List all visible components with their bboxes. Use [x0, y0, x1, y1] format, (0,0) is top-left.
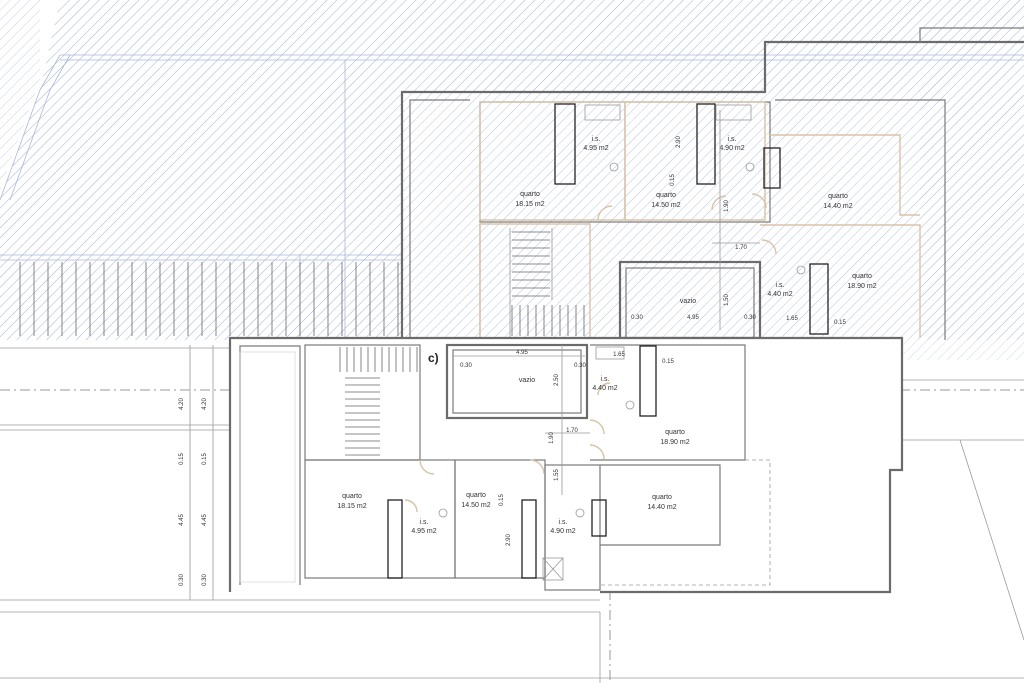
bath-area: 4.40 m2: [592, 385, 617, 392]
dimension: 0.30: [631, 315, 643, 321]
bath-area: 4.40 m2: [767, 291, 792, 298]
section-mark: c): [428, 351, 439, 365]
dimension: 0.30: [744, 315, 756, 321]
bath-area: 4.90 m2: [550, 528, 575, 535]
dimension: 0.30: [574, 363, 586, 369]
room-name: quarto: [852, 273, 872, 280]
dimension: 0.30: [202, 574, 208, 586]
room-area: 18.90 m2: [847, 283, 876, 290]
site-grid: [0, 54, 1024, 340]
room-name: quarto: [828, 193, 848, 200]
dimension: 4.45: [179, 514, 185, 526]
bath-area: 4.95 m2: [583, 145, 608, 152]
room-name: vazio: [519, 377, 535, 384]
dimension: 0.15: [499, 494, 505, 506]
dimension: 0.15: [202, 453, 208, 465]
dimension: 4.45: [202, 514, 208, 526]
bath-name: i.s.: [776, 282, 785, 289]
dimension: 0.15: [834, 320, 846, 326]
dimension: 4.20: [202, 398, 208, 410]
room-name: quarto: [466, 492, 486, 499]
dimension: 4.95: [687, 315, 699, 321]
dimension: 1.55: [554, 469, 560, 481]
upper-room-labels: quarto 18.15 m2 quarto 14.50 m2 quarto 1…: [515, 136, 876, 305]
dimension: 1.90: [724, 200, 730, 212]
room-name: quarto: [665, 429, 685, 436]
room-name: quarto: [342, 493, 362, 500]
upper-level: [400, 27, 1024, 340]
dimension: 1.90: [549, 432, 555, 444]
upper-dimensions: 2.90 0.15 1.90 1.70 0.30 4.95 0.30 1.50 …: [631, 110, 846, 330]
room-name: quarto: [656, 192, 676, 199]
room-area: 18.15 m2: [515, 201, 544, 208]
dimension: 4.95: [516, 350, 528, 356]
room-area: 18.90 m2: [660, 439, 689, 446]
bath-name: i.s.: [559, 519, 568, 526]
bath-name: i.s.: [592, 136, 601, 143]
lower-room-labels: vazio quarto 18.90 m2 quarto 18.15 m2 qu…: [337, 376, 689, 535]
lower-dimensions: 4.95 0.30 0.30 2.50 1.65 0.15 1.70 1.90 …: [452, 345, 674, 546]
room-area: 14.40 m2: [647, 504, 676, 511]
room-area: 18.15 m2: [337, 503, 366, 510]
dimension: 0.30: [179, 574, 185, 586]
bath-name: i.s.: [420, 519, 429, 526]
room-name: quarto: [520, 191, 540, 198]
room-name: vazio: [680, 298, 696, 305]
dimension: 0.30: [460, 363, 472, 369]
dimension: 2.90: [506, 534, 512, 546]
lower-level: [228, 336, 904, 594]
room-area: 14.50 m2: [651, 202, 680, 209]
dimension: 1.70: [735, 245, 747, 251]
dimension: 1.65: [786, 316, 798, 322]
dimension: 2.90: [676, 136, 682, 148]
dimension: 1.70: [566, 428, 578, 434]
bath-area: 4.90 m2: [719, 145, 744, 152]
dimension: 0.15: [179, 453, 185, 465]
dimension: 1.65: [613, 352, 625, 358]
room-area: 14.40 m2: [823, 203, 852, 210]
dimension: 0.15: [662, 359, 674, 365]
bath-name: i.s.: [601, 376, 610, 383]
dimension: 4.20: [179, 398, 185, 410]
side-dimension-chains: 4.20 0.15 4.45 0.30 4.20 0.15 4.45 0.30: [179, 345, 214, 600]
room-area: 14.50 m2: [461, 502, 490, 509]
room-name: quarto: [652, 494, 672, 501]
dimension: 2.50: [554, 374, 560, 386]
terrace: [0, 347, 1024, 683]
door-swings: [404, 193, 777, 513]
bath-area: 4.95 m2: [411, 528, 436, 535]
dimension: 0.15: [670, 174, 676, 186]
dimension: 1.50: [724, 294, 730, 306]
bath-name: i.s.: [728, 136, 737, 143]
